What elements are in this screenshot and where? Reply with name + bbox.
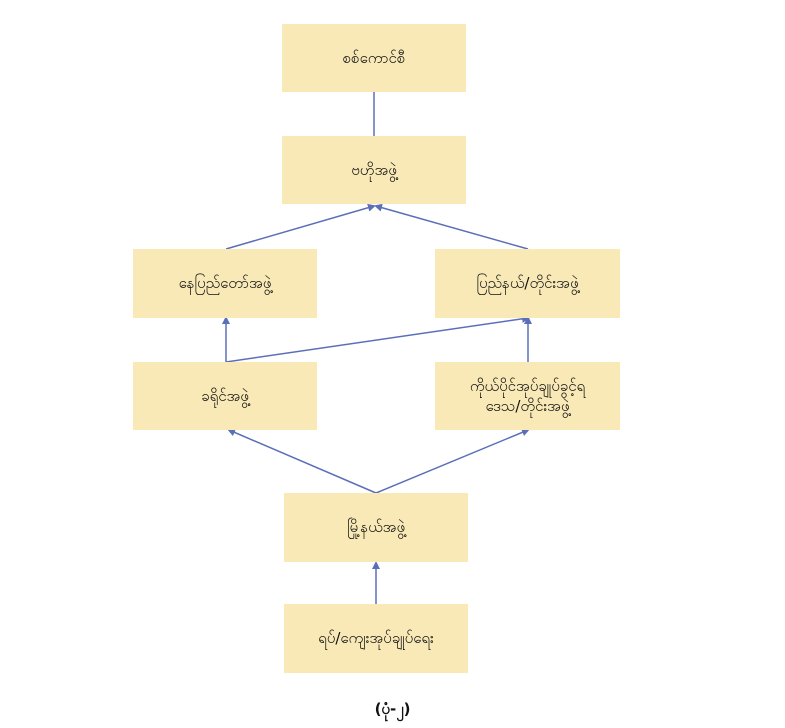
node-naypyitaw-body: နေပြည်တော်အဖွဲ့ [133,249,317,318]
node-state-region-body: ပြည်နယ်/တိုင်းအဖွဲ့ [435,249,620,318]
edge-township-to-district [227,428,377,494]
edge-township-to-self-admin [375,428,530,494]
edge-district-to-state-region [225,314,530,363]
node-township-body-label: မြို့နယ်အဖွဲ့ [346,518,406,537]
node-self-administered-line1: ကိုယ်ပိုင်အုပ်ချုပ်ခွင့်ရ [469,376,586,395]
node-district-body: ခရိုင်အဖွဲ့ [133,362,317,430]
node-township-body: မြို့နယ်အဖွဲ့ [284,493,468,562]
node-district-body-label: ခရိုင်အဖွဲ့ [201,386,249,405]
node-ward-village-admin: ရပ်/ကျေးအုပ်ချုပ်ရေး [284,604,468,673]
node-military-council: စစ်ကောင်စီ [282,24,466,92]
node-self-administered-body: ကိုယ်ပိုင်အုပ်ချုပ်ခွင့်ရ ဒေသ/တိုင်းအဖွဲ… [435,362,620,430]
node-naypyitaw-body-label: နေပြည်တော်အဖွဲ့ [178,274,272,293]
node-ward-village-admin-label: ရပ်/ကျေးအုပ်ချုပ်ရေး [318,629,434,648]
figure-caption: (ပုံ-၂) [374,700,411,718]
node-central-body: ဗဟိုအဖွဲ့ [282,136,466,204]
edge-state-region-to-central [374,203,529,250]
edge-naypyitaw-to-central [225,203,376,250]
node-military-council-label: စစ်ကောင်စီ [342,48,406,67]
node-central-body-label: ဗဟိုအဖွဲ့ [351,160,397,179]
node-state-region-body-label: ပြည်နယ်/တိုင်းအဖွဲ့ [476,274,579,293]
node-self-administered-line2: ဒေသ/တိုင်းအဖွဲ့ [485,397,570,415]
